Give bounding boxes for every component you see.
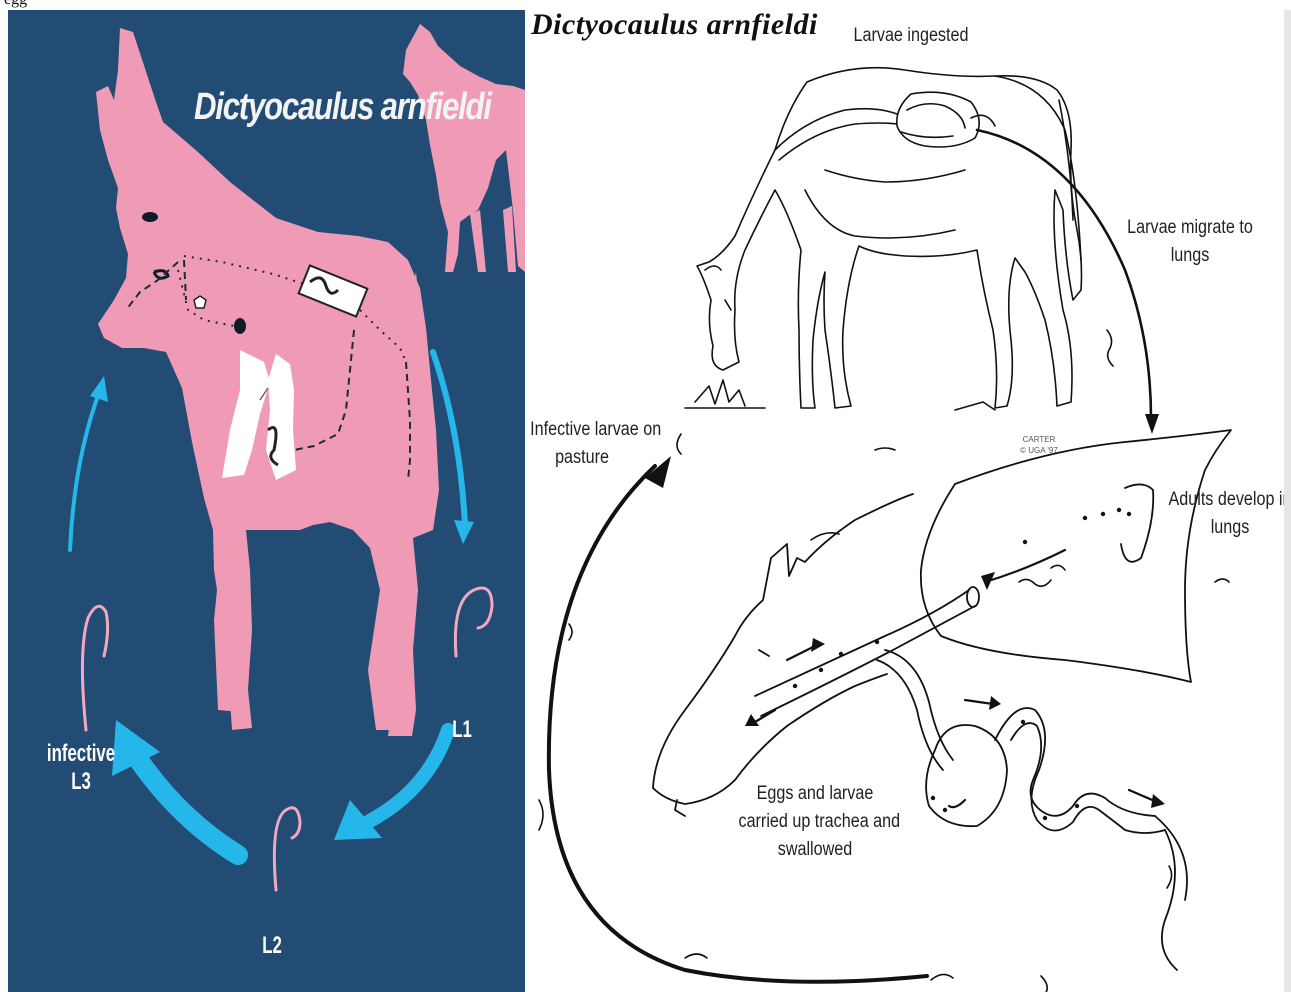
stage-label-infective-line2: L3	[43, 768, 120, 796]
arrow-l3-to-host	[70, 390, 100, 550]
arrow-to-lungs	[977, 130, 1151, 418]
artist-credit: CARTER © UGA '97	[1009, 434, 1069, 456]
left-diagram-title: Dictyocaulus arnfieldi	[194, 86, 491, 129]
label-eggs-line2: carried up trachea and	[739, 808, 892, 836]
arrow-l2-to-l3	[136, 756, 238, 855]
stage-label-l1: L1	[448, 716, 476, 744]
donkey-eye	[142, 212, 158, 222]
arrow-to-l1	[433, 352, 465, 525]
top-edge-strip: egg	[0, 0, 1291, 10]
artist-credit-line1: CARTER	[1009, 434, 1069, 445]
clipped-top-text: egg	[4, 0, 27, 9]
label-eggs-larvae: Eggs and larvae carried up trachea and s…	[739, 780, 892, 864]
label-larvae-migrate-line2: lungs	[1126, 242, 1254, 270]
larva-l2	[274, 808, 300, 890]
label-eggs-line1: Eggs and larvae	[739, 780, 892, 808]
label-adults-develop: Adults develop in lungs	[1166, 486, 1285, 542]
artist-credit-line2: © UGA '97	[1009, 445, 1069, 456]
stage-label-infective-l3: infective L3	[43, 740, 120, 796]
label-larvae-migrate-line1: Larvae migrate to	[1126, 214, 1254, 242]
label-infective-larvae-line2: pasture	[530, 444, 634, 472]
larva-l1	[455, 588, 492, 656]
label-adults-develop-line2: lungs	[1166, 514, 1285, 542]
label-larvae-migrate: Larvae migrate to lungs	[1126, 214, 1254, 270]
right-diagram-title: Dictyocaulus arnfieldi	[531, 10, 818, 42]
label-adults-develop-line1: Adults develop in	[1166, 486, 1285, 514]
arrow-l1-to-l2	[368, 730, 448, 822]
label-larvae-ingested: Larvae ingested	[852, 22, 971, 50]
lung-outline	[921, 430, 1231, 682]
left-lifecycle-illustration	[8, 10, 525, 992]
arrow-to-pasture	[549, 466, 927, 982]
stage-label-infective-line1: infective	[43, 740, 120, 768]
trachea	[755, 590, 969, 696]
stage-label-l2: L2	[258, 932, 286, 960]
label-eggs-line3: swallowed	[739, 836, 892, 864]
label-infective-larvae: Infective larvae on pasture	[530, 416, 634, 472]
right-lifecycle-panel: Dictyocaulus arnfieldi Larvae ingested L…	[525, 10, 1285, 992]
right-edge-strip	[1284, 10, 1291, 992]
label-infective-larvae-line1: Infective larvae on	[530, 416, 634, 444]
left-lifecycle-panel: Dictyocaulus arnfieldi L1 L2 infective L…	[8, 10, 525, 992]
larva-l3	[82, 606, 107, 730]
